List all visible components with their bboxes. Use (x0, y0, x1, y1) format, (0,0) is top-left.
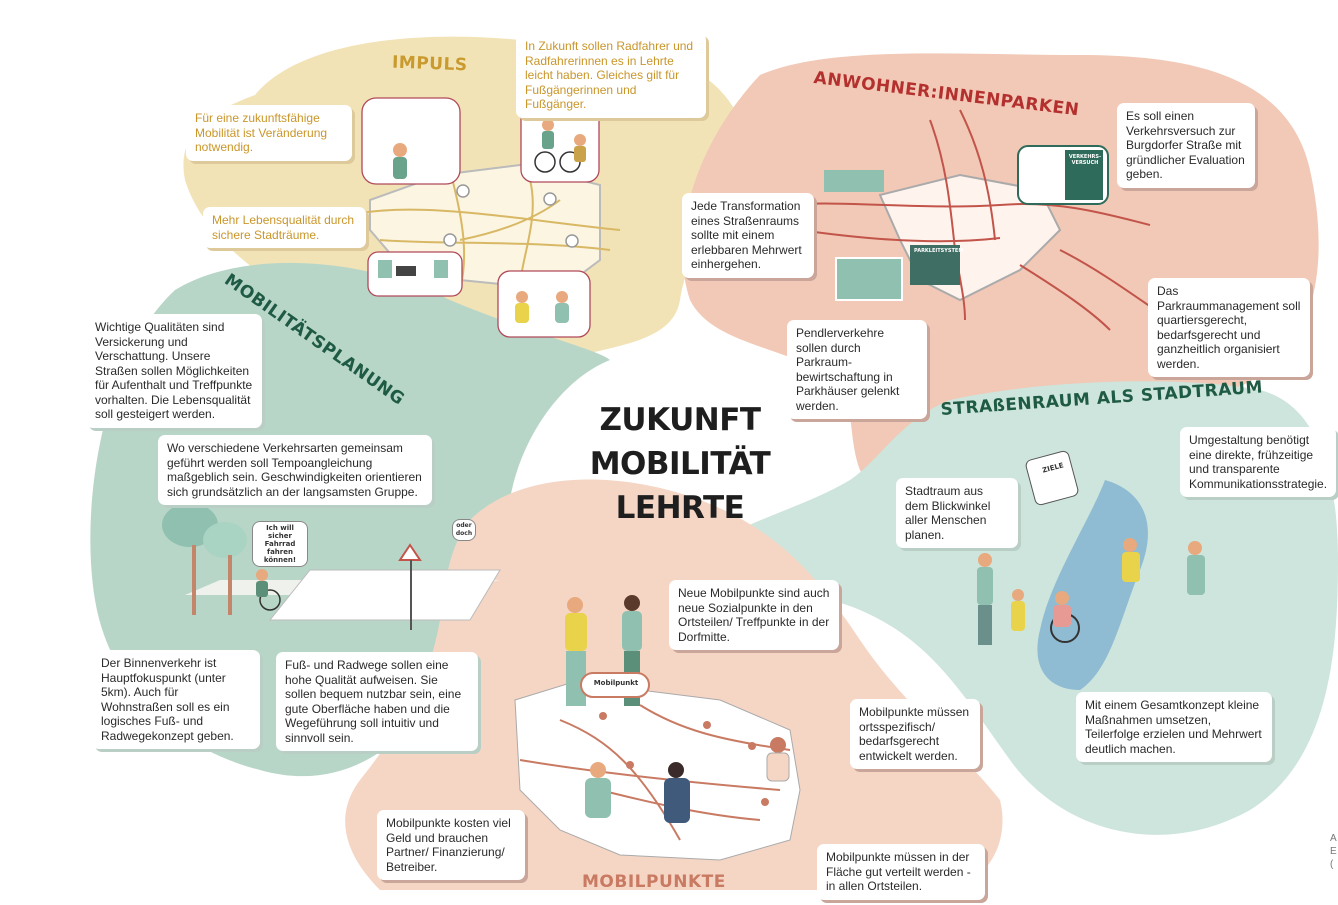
tree-icon (203, 522, 247, 558)
edge-caption-line3: ( (1330, 859, 1334, 870)
section-title-impuls: IMPULS (391, 52, 468, 76)
parkleitsystem-label: PARKLEITSYSTEM (914, 248, 964, 254)
person-icon (668, 762, 684, 778)
card-mobil-3: Mobilpunkte kosten viel Geld und brauche… (377, 810, 525, 880)
person-icon (978, 553, 992, 567)
parking-garage-icon (835, 257, 903, 301)
center-title: ZUKUNFT MOBILITÄT LEHRTE (560, 398, 800, 530)
card-parken-4: Pendlerverkehre sollen durch Parkraum-be… (787, 320, 927, 419)
person-icon (624, 595, 640, 611)
center-title-line1: ZUKUNFT (599, 402, 761, 438)
card-mobil-4: Mobilpunkte müssen in der Fläche gut ver… (817, 844, 985, 900)
card-mobil-2: Mobilpunkte müssen ortsspezifisch/ bedar… (850, 699, 980, 769)
edge-caption-line2: E (1330, 846, 1337, 857)
card-parken-1: Es soll einen Verkehrsversuch zur Burgdo… (1117, 103, 1255, 188)
card-planung-1: Wichtige Qualitäten sind Versickerung un… (86, 314, 262, 428)
card-impuls-1: In Zukunft sollen Radfahrer und Radfahre… (516, 33, 706, 118)
center-title-line2: MOBILITÄT (589, 446, 771, 482)
map-pin-icon (761, 798, 769, 806)
person-icon (567, 597, 583, 613)
mobil-map (514, 595, 801, 861)
person-icon (1055, 591, 1069, 605)
card-planung-2: Wo verschiedene Verkehrsarten gemeinsam … (158, 435, 432, 505)
person-icon (1188, 541, 1202, 555)
map-pin-icon (443, 233, 457, 247)
edge-caption: A E ( (1330, 832, 1338, 871)
parken-vignettes (824, 145, 1109, 301)
planung-illustration (162, 503, 501, 630)
impuls-figures (378, 119, 586, 323)
card-strasse-2: Stadtraum aus dem Blickwinkel aller Mens… (896, 478, 1018, 548)
card-strasse-1: Umgestaltung benötigt eine direkte, früh… (1180, 427, 1336, 497)
person-icon (590, 762, 606, 778)
map-pin-icon (703, 721, 711, 729)
person-icon (770, 737, 786, 753)
edge-caption-line1: A (1330, 833, 1337, 844)
card-planung-4: Fuß- und Radwege sollen eine hohe Qualit… (276, 652, 478, 751)
map-pin-icon (599, 712, 607, 720)
strasse-illustration (977, 450, 1205, 690)
person-icon (1123, 538, 1137, 552)
impuls-pins (443, 184, 579, 248)
map-pin-icon (626, 761, 634, 769)
bike-speech-bubble: Ich will sicher Fahrrad fahren können! (252, 521, 308, 567)
map-pin-icon (565, 234, 579, 248)
card-impuls-2: Für eine zukunftsfähige Mobilität ist Ve… (186, 105, 352, 161)
card-impuls-3: Mehr Lebensqualität durch sichere Stadtr… (203, 207, 366, 248)
card-strasse-3: Mit einem Gesamtkonzept kleine Maßnahmen… (1076, 692, 1272, 762)
verkehrsversuch-label: VERKEHRS-VERSUCH (1068, 154, 1102, 166)
bicycle-icon (259, 589, 281, 611)
mobil-blob (345, 479, 1003, 890)
mobilpunkt-sign: Mobilpunkt (593, 679, 639, 687)
checklist-icon (1025, 450, 1079, 506)
map-pin-icon (456, 184, 470, 198)
card-mobil-1: Neue Mobilpunkte sind auch neue Sozialpu… (669, 580, 839, 650)
section-title-mobil: MOBILPUNKTE (582, 872, 726, 892)
card-parken-2: Jede Transformation eines Straßenraums s… (682, 193, 814, 278)
person-icon (1012, 589, 1024, 601)
oder-doch-bubble: oder doch (452, 519, 476, 541)
card-parken-3: Das Parkraummanagement soll quartiersger… (1148, 278, 1310, 377)
map-pin-icon (543, 192, 557, 206)
center-title-line3: LEHRTE (615, 490, 745, 526)
bicycle-icon (534, 151, 556, 173)
map-pin-icon (748, 742, 756, 750)
card-planung-3: Der Binnenverkehr ist Hauptfokuspunkt (u… (92, 650, 260, 749)
